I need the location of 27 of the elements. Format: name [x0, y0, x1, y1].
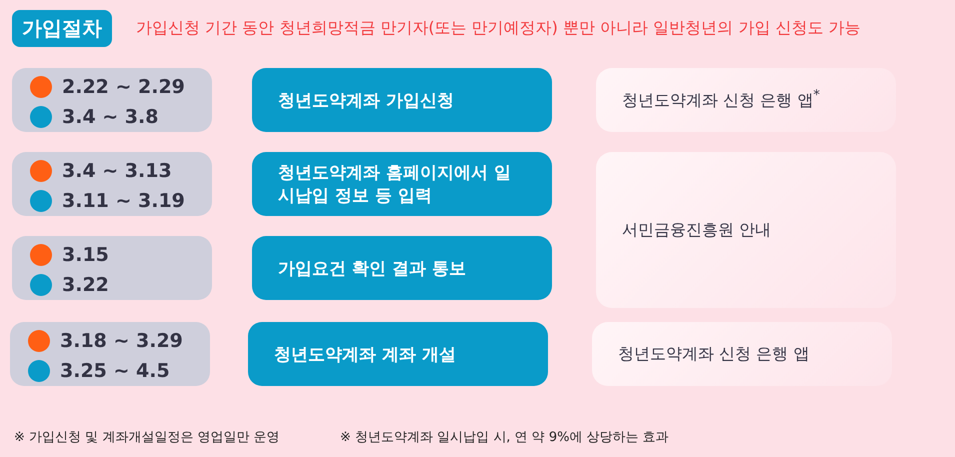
- date-card: [12, 68, 212, 132]
- footnote: ※ 가입신청 및 계좌개설일정은 영업일만 운영: [14, 429, 280, 446]
- step-box: [252, 68, 552, 132]
- section-title: 가입절차: [12, 10, 112, 47]
- step-label: 청년도약계좌 가입신청: [278, 90, 454, 112]
- date-range: 3.11 ~ 3.19: [62, 190, 185, 212]
- date-range: 3.18 ~ 3.29: [60, 330, 183, 352]
- channel-label: 청년도약계좌 신청 은행 앱$^{*}$: [622, 88, 820, 112]
- date-card: [12, 236, 212, 300]
- step-label: 청년도약계좌 홈페이지에서 일시납입 정보 등 입력: [278, 162, 512, 207]
- date-range: 2.22 ~ 2.29: [62, 76, 185, 98]
- date-card: [10, 322, 210, 386]
- date-range: 3.15: [62, 244, 109, 266]
- date-range: 3.4 ~ 3.8: [62, 106, 158, 128]
- step-box: [252, 152, 552, 216]
- step-label: 청년도약계좌 계좌 개설: [274, 344, 456, 366]
- subtitle: 가입신청 기간 동안 청년희망적금 만기자(또는 만기예정자) 뿐만 아니라 일반청년의 가입 신청도 가능: [136, 18, 860, 39]
- footnote: ※ 청년도약계좌 일시납입 시, 연 약 9%에 상당하는 효과: [340, 429, 669, 446]
- channel-label: 서민금융진흥원 안내: [622, 220, 772, 240]
- step-box: [248, 322, 548, 386]
- date-range: 3.22: [62, 274, 109, 296]
- date-card: [12, 152, 212, 216]
- step-label: 가입요건 확인 결과 통보: [278, 258, 466, 280]
- date-range: 3.25 ~ 4.5: [60, 360, 170, 382]
- date-range: 3.4 ~ 3.13: [62, 160, 172, 182]
- step-box: [252, 236, 552, 300]
- channel-label: 청년도약계좌 신청 은행 앱: [618, 344, 810, 364]
